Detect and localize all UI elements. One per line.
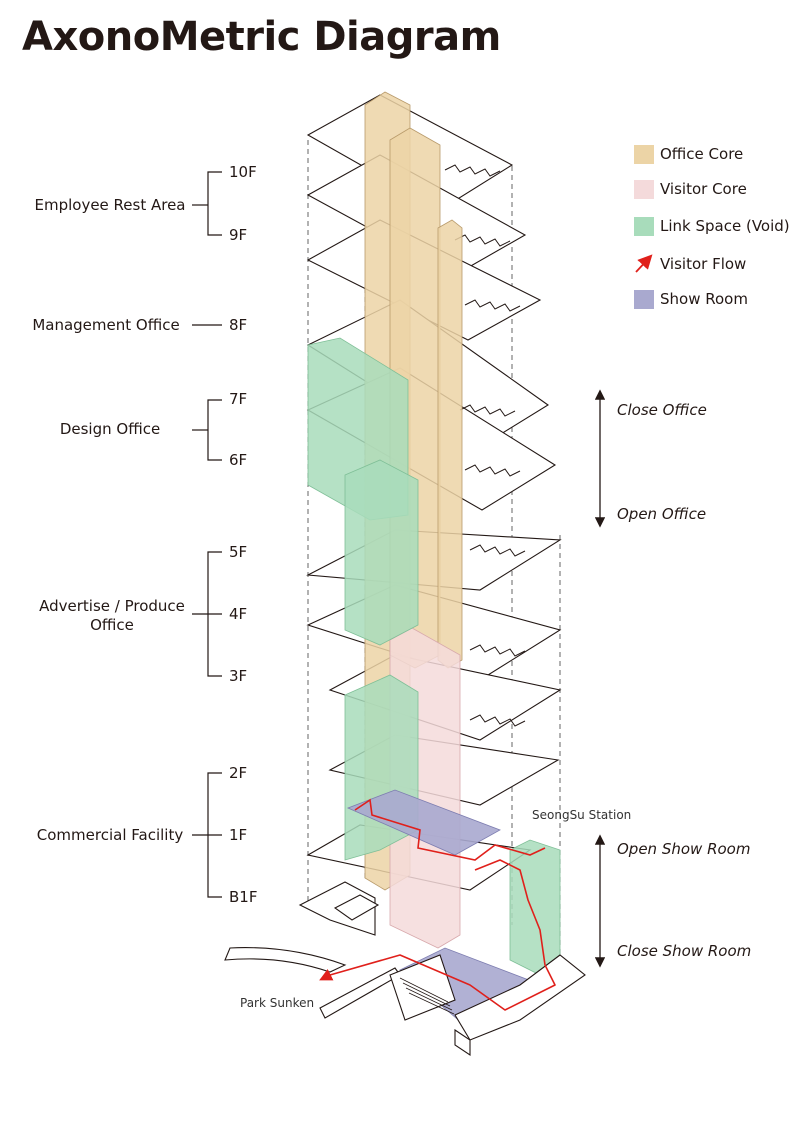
legend-visitor-flow: Visitor Flow bbox=[660, 255, 747, 273]
sunken-stairs bbox=[399, 977, 455, 1015]
floor-label-6f: 6F bbox=[229, 451, 248, 469]
page-title: AxonoMetric Diagram bbox=[22, 14, 501, 60]
note-close-show-room: Close Show Room bbox=[617, 942, 752, 960]
floor-label-4f: 4F bbox=[229, 605, 248, 623]
group-management: Management Office bbox=[32, 316, 180, 334]
floor-label-10f: 10F bbox=[229, 163, 257, 181]
label-park-sunken: Park Sunken bbox=[240, 996, 315, 1010]
group-advertise: Advertise / Produce Office bbox=[39, 597, 185, 634]
legend-office-core-swatch bbox=[634, 145, 654, 164]
legend-visitor-core: Visitor Core bbox=[660, 180, 747, 198]
note-open-show-room: Open Show Room bbox=[617, 840, 751, 858]
group-employee-rest: Employee Rest Area bbox=[34, 196, 186, 214]
note-close-office: Close Office bbox=[617, 401, 707, 419]
label-seongsu-station: SeongSu Station bbox=[532, 808, 632, 822]
group-commercial: Commercial Facility bbox=[36, 826, 184, 844]
floor-label-7f: 7F bbox=[229, 390, 248, 408]
legend-visitor-core-swatch bbox=[634, 180, 654, 199]
legend-show-room: Show Room bbox=[660, 290, 748, 308]
legend-link-space-swatch bbox=[634, 217, 654, 236]
group-design: Design Office bbox=[59, 420, 161, 438]
ground-structures bbox=[224, 881, 586, 1057]
floor-label-5f: 5F bbox=[229, 543, 248, 561]
legend-visitor-flow-icon bbox=[635, 254, 653, 273]
floor-label-9f: 9F bbox=[229, 226, 248, 244]
group-brackets bbox=[192, 171, 222, 898]
floor-label-b1f: B1F bbox=[229, 888, 258, 906]
floor-label-1f: 1F bbox=[229, 826, 248, 844]
legend-link-space: Link Space (Void) bbox=[660, 217, 790, 235]
visitor-flow-path bbox=[319, 798, 556, 1011]
floor-label-8f: 8F bbox=[229, 316, 248, 334]
stair-zigzags bbox=[444, 164, 526, 727]
note-open-office: Open Office bbox=[617, 505, 707, 523]
floor-label-3f: 3F bbox=[229, 667, 248, 685]
floor-label-2f: 2F bbox=[229, 764, 248, 782]
legend-office-core: Office Core bbox=[660, 145, 744, 163]
legend-show-room-swatch bbox=[634, 290, 654, 309]
link-space bbox=[307, 337, 561, 976]
